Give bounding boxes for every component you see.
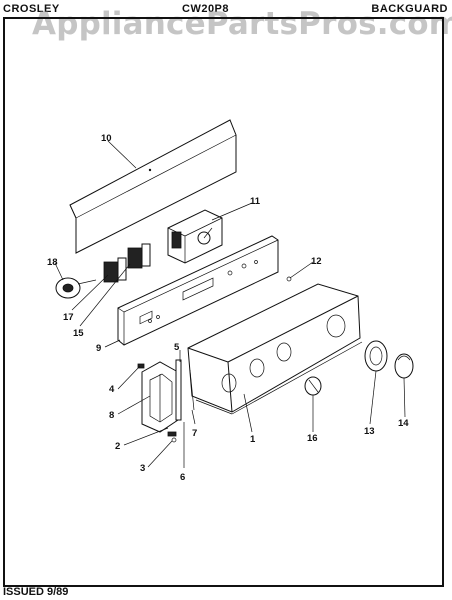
callout-15: 15 xyxy=(73,328,84,339)
switch-parts xyxy=(103,243,151,283)
callout-16: 16 xyxy=(307,433,318,444)
bracket-parts xyxy=(137,359,195,448)
callout-1: 1 xyxy=(250,434,256,445)
callout-7: 7 xyxy=(192,428,197,439)
callout-3: 3 xyxy=(140,463,145,474)
watermark-text: AppliancePartsPros.com xyxy=(32,6,452,42)
callout-12: 12 xyxy=(311,256,322,267)
end-cap-part xyxy=(141,361,179,433)
section-label: BACKGUARD xyxy=(371,3,448,15)
dial-part xyxy=(364,340,388,372)
callout-labels: 10 11 12 18 17 15 9 5 4 8 2 3 6 7 1 16 1… xyxy=(47,133,409,483)
diagram-frame xyxy=(3,17,444,587)
callout-5: 5 xyxy=(174,342,180,353)
brand-label: CROSLEY xyxy=(3,3,60,15)
callout-18: 18 xyxy=(47,257,58,268)
console-front-part xyxy=(187,283,363,415)
dial-knob-part xyxy=(394,353,414,379)
callout-4: 4 xyxy=(109,384,115,395)
callout-2: 2 xyxy=(115,441,120,452)
screw-part xyxy=(286,276,292,282)
issued-date: ISSUED 9/89 xyxy=(3,586,69,598)
callout-17: 17 xyxy=(63,312,74,323)
callout-9: 9 xyxy=(96,343,101,354)
callout-14: 14 xyxy=(398,418,409,429)
model-label: CW20P8 xyxy=(182,3,230,15)
timer-part xyxy=(167,209,223,264)
rear-panel-part xyxy=(69,119,237,254)
callout-8: 8 xyxy=(109,410,114,421)
control-panel-part xyxy=(117,235,279,346)
selector-switch-part xyxy=(55,277,97,299)
callout-10: 10 xyxy=(101,133,112,144)
callout-11: 11 xyxy=(250,196,261,207)
callout-13: 13 xyxy=(364,426,375,437)
knob-part xyxy=(304,376,322,396)
callout-6: 6 xyxy=(180,472,185,483)
leader-lines xyxy=(54,140,406,468)
